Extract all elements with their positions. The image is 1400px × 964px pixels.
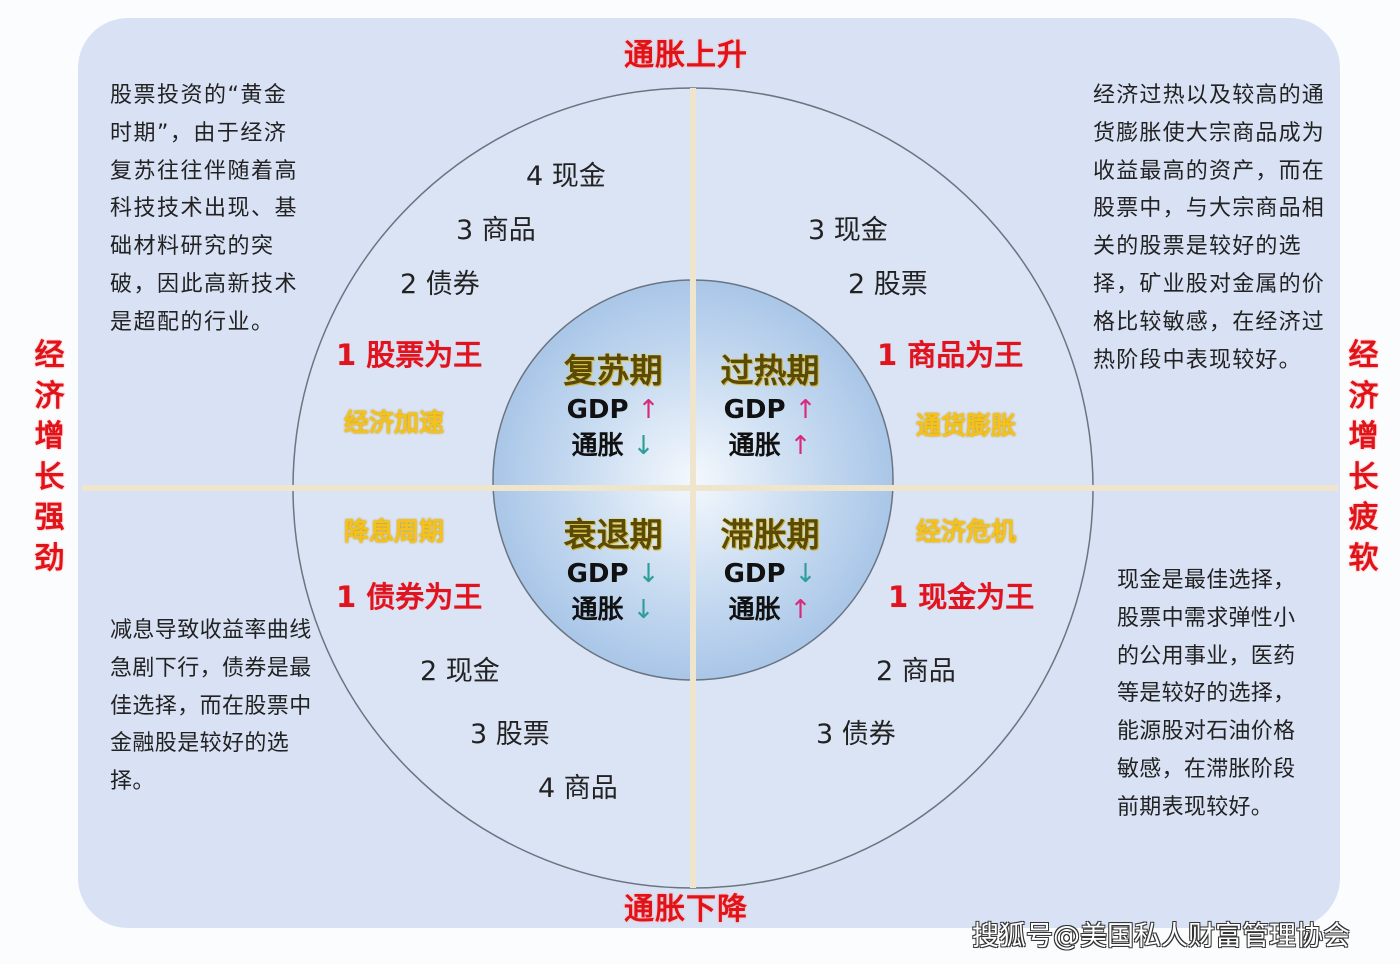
gdp-indicator-recession: GDP ↓ — [553, 556, 673, 592]
rank-cash-overheat: 3 现金 — [808, 215, 888, 246]
arrow-up-icon: ↑ — [789, 431, 812, 461]
phase-overheat: 过热期 GDP ↑ 通胀 ↑ — [710, 344, 830, 464]
arrow-down-icon: ↓ — [632, 595, 655, 625]
rank-cash-recovery: 4 现金 — [526, 161, 606, 192]
inflation-label: 通胀 — [728, 595, 781, 625]
king-commodity: 1 商品为王 — [877, 338, 1024, 372]
rank-stock-overheat: 2 股票 — [848, 269, 928, 300]
inflation-indicator-overheat: 通胀 ↑ — [710, 428, 830, 464]
rank-commodity-stagflation: 2 商品 — [876, 656, 956, 687]
trait-economy-accelerating: 经济加速 — [344, 408, 445, 437]
watermark: 搜狐号@美国私人财富管理协会 — [972, 921, 1350, 952]
phase-recovery-title: 复苏期 — [563, 351, 663, 390]
phase-recession-title: 衰退期 — [563, 515, 663, 554]
rank-bond-recovery: 2 债券 — [400, 269, 480, 300]
king-cash: 1 现金为王 — [888, 580, 1035, 614]
inflation-label: 通胀 — [728, 431, 781, 461]
rank-commodity-recovery: 3 商品 — [456, 215, 536, 246]
king-stock: 1 股票为王 — [336, 338, 483, 372]
trait-economic-crisis: 经济危机 — [916, 517, 1017, 546]
arrow-down-icon: ↓ — [632, 431, 655, 461]
phase-recovery: 复苏期 GDP ↑ 通胀 ↓ — [553, 344, 673, 464]
axis-inflation-down: 通胀下降 — [624, 892, 748, 927]
inflation-label: 通胀 — [571, 431, 624, 461]
arrow-down-icon: ↓ — [637, 559, 660, 589]
description-stagflation: 现金是最佳选择，股票中需求弹性小的公用事业，医药等是较好的选择，能源股对石油价格… — [1117, 568, 1296, 820]
inflation-indicator-stagflation: 通胀 ↑ — [710, 592, 830, 628]
phase-stagflation-title: 滞胀期 — [720, 515, 820, 554]
arrow-up-icon: ↑ — [794, 395, 817, 425]
axis-growth-strong: 经济增长强劲 — [34, 338, 66, 576]
gdp-label: GDP — [566, 395, 629, 425]
gdp-indicator-recovery: GDP ↑ — [553, 392, 673, 428]
rank-bond-stagflation: 3 债券 — [816, 719, 896, 750]
description-recovery: 股票投资的“黄金时期”，由于经济复苏往往伴随着高科技技术出现、基础材料研究的突破… — [110, 83, 299, 335]
rank-stock-recession: 3 股票 — [470, 719, 550, 750]
trait-rate-cut-cycle: 降息周期 — [344, 517, 445, 546]
gdp-indicator-stagflation: GDP ↓ — [710, 556, 830, 592]
arrow-up-icon: ↑ — [637, 395, 660, 425]
description-overheat: 经济过热以及较高的通货膨胀使大宗商品成为收益最高的资产，而在股票中，与大宗商品相… — [1093, 83, 1326, 373]
axis-growth-weak: 经济增长疲软 — [1348, 338, 1380, 576]
description-recession: 减息导致收益率曲线急剧下行，债券是最佳选择，而在股票中金融股是较好的选择。 — [110, 618, 312, 795]
inflation-indicator-recession: 通胀 ↓ — [553, 592, 673, 628]
arrow-up-icon: ↑ — [789, 595, 812, 625]
phase-recession: 衰退期 GDP ↓ 通胀 ↓ — [553, 508, 673, 628]
gdp-label: GDP — [723, 559, 786, 589]
inflation-indicator-recovery: 通胀 ↓ — [553, 428, 673, 464]
rank-commodity-recession: 4 商品 — [538, 773, 618, 804]
gdp-label: GDP — [566, 559, 629, 589]
phase-overheat-title: 过热期 — [720, 351, 820, 390]
inflation-label: 通胀 — [571, 595, 624, 625]
axis-inflation-up: 通胀上升 — [624, 38, 748, 73]
trait-inflation: 通货膨胀 — [916, 411, 1017, 440]
arrow-down-icon: ↓ — [794, 559, 817, 589]
rank-cash-recession: 2 现金 — [420, 656, 500, 687]
king-bond: 1 债券为王 — [336, 580, 483, 614]
gdp-label: GDP — [723, 395, 786, 425]
gdp-indicator-overheat: GDP ↑ — [710, 392, 830, 428]
phase-stagflation: 滞胀期 GDP ↓ 通胀 ↑ — [710, 508, 830, 628]
